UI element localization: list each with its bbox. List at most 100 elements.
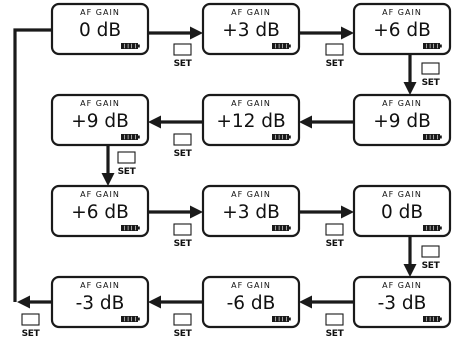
screen-title: AF GAIN [80, 99, 120, 108]
battery-icon [423, 43, 442, 49]
set-label: SET [326, 59, 345, 69]
gain-value: +12 dB [216, 111, 285, 132]
gain-screen: AF GAIN +6 dB [50, 184, 150, 238]
screen-frame [352, 184, 452, 238]
gain-screen: AF GAIN +6 dB [352, 2, 452, 56]
set-label: SET [422, 261, 441, 271]
set-button-icon [173, 133, 192, 146]
set-button: SET [117, 151, 137, 177]
battery-icon [272, 225, 291, 231]
flow-arrow [148, 26, 203, 40]
set-button: SET [325, 43, 345, 69]
gain-screen: AF GAIN 0 dB [352, 184, 452, 238]
set-button: SET [21, 313, 41, 339]
flow-arrow [148, 205, 203, 219]
set-buttons: SET SET SET SET SET SET SET SET SET SET SET [21, 43, 441, 339]
set-button: SET [173, 133, 193, 159]
flow-arrow [148, 295, 203, 309]
set-label: SET [326, 329, 345, 339]
set-button: SET [325, 313, 345, 339]
battery-icon [272, 43, 291, 49]
flow-arrow [299, 26, 354, 40]
flow-arrow [101, 145, 115, 186]
set-button-icon [421, 245, 440, 258]
flow-arrow [17, 295, 52, 309]
set-button-icon [173, 313, 192, 326]
battery-icon [121, 43, 140, 49]
set-button: SET [421, 62, 441, 88]
loop-back-connector [13, 28, 52, 302]
screen-title: AF GAIN [231, 8, 271, 17]
flow-arrow [299, 295, 354, 309]
gain-value: +6 dB [373, 20, 431, 41]
gain-screen: AF GAIN +9 dB [352, 93, 452, 147]
screen-frame [50, 275, 150, 329]
set-label: SET [326, 239, 345, 249]
battery-icon [423, 134, 442, 140]
screen-title: AF GAIN [382, 8, 422, 17]
gain-value: +3 dB [222, 202, 280, 223]
screen-title: AF GAIN [231, 190, 271, 199]
set-label: SET [174, 329, 193, 339]
gain-screen: AF GAIN+9 dB [50, 93, 150, 147]
gain-value: +9 dB [373, 111, 431, 132]
set-button: SET [173, 223, 193, 249]
set-button: SET [325, 223, 345, 249]
gain-value: 0 dB [381, 202, 423, 223]
flow-arrow [148, 115, 203, 129]
battery-icon [272, 134, 291, 140]
screen-frame [201, 93, 301, 147]
flow-arrow [403, 236, 417, 277]
set-button-icon [173, 43, 192, 56]
gain-value: +6 dB [71, 202, 129, 223]
flow-arrow [403, 54, 417, 95]
connectors [13, 26, 417, 309]
set-label: SET [174, 59, 193, 69]
set-button-icon [173, 223, 192, 236]
battery-icon [121, 225, 140, 231]
set-label: SET [174, 149, 193, 159]
screen-frame [50, 184, 150, 238]
battery-icon [272, 316, 291, 322]
screen-frame [352, 275, 452, 329]
gain-screen: AF GAIN-3 dB [352, 275, 452, 329]
screen-title: AF GAIN [231, 281, 271, 290]
set-button-icon [325, 43, 344, 56]
screen-title: AF GAIN [231, 99, 271, 108]
set-label: SET [118, 167, 137, 177]
flow-arrow [299, 205, 354, 219]
set-label: SET [422, 78, 441, 88]
battery-icon [121, 134, 140, 140]
screen-title: AF GAIN [382, 99, 422, 108]
screen-frame [201, 2, 301, 56]
screen-frame [201, 275, 301, 329]
set-label: SET [174, 239, 193, 249]
screen-frame [50, 2, 150, 56]
flow-arrow [299, 115, 354, 129]
gain-value: +3 dB [222, 20, 280, 41]
gain-value: -3 dB [76, 293, 125, 314]
set-button-icon [325, 223, 344, 236]
set-label: SET [22, 329, 41, 339]
gain-screen: AF GAIN +3 dB [201, 2, 301, 56]
set-button-icon [21, 313, 40, 326]
set-button-icon [325, 313, 344, 326]
screen-title: AF GAIN [382, 190, 422, 199]
screen-frame [201, 184, 301, 238]
gain-value: -3 dB [378, 293, 427, 314]
gain-value: 0 dB [79, 20, 121, 41]
screen-frame [352, 2, 452, 56]
set-button: SET [173, 43, 193, 69]
gain-screen: AF GAIN +12 dB [201, 93, 301, 147]
screen-title: AF GAIN [80, 281, 120, 290]
set-button-icon [421, 62, 440, 75]
gain-screen: AF GAIN +3 dB [201, 184, 301, 238]
set-button: SET [173, 313, 193, 339]
screen-title: AF GAIN [80, 190, 120, 199]
battery-icon [121, 316, 140, 322]
set-button-icon [117, 151, 136, 164]
gain-screen: AF GAIN -3 dB [50, 275, 150, 329]
